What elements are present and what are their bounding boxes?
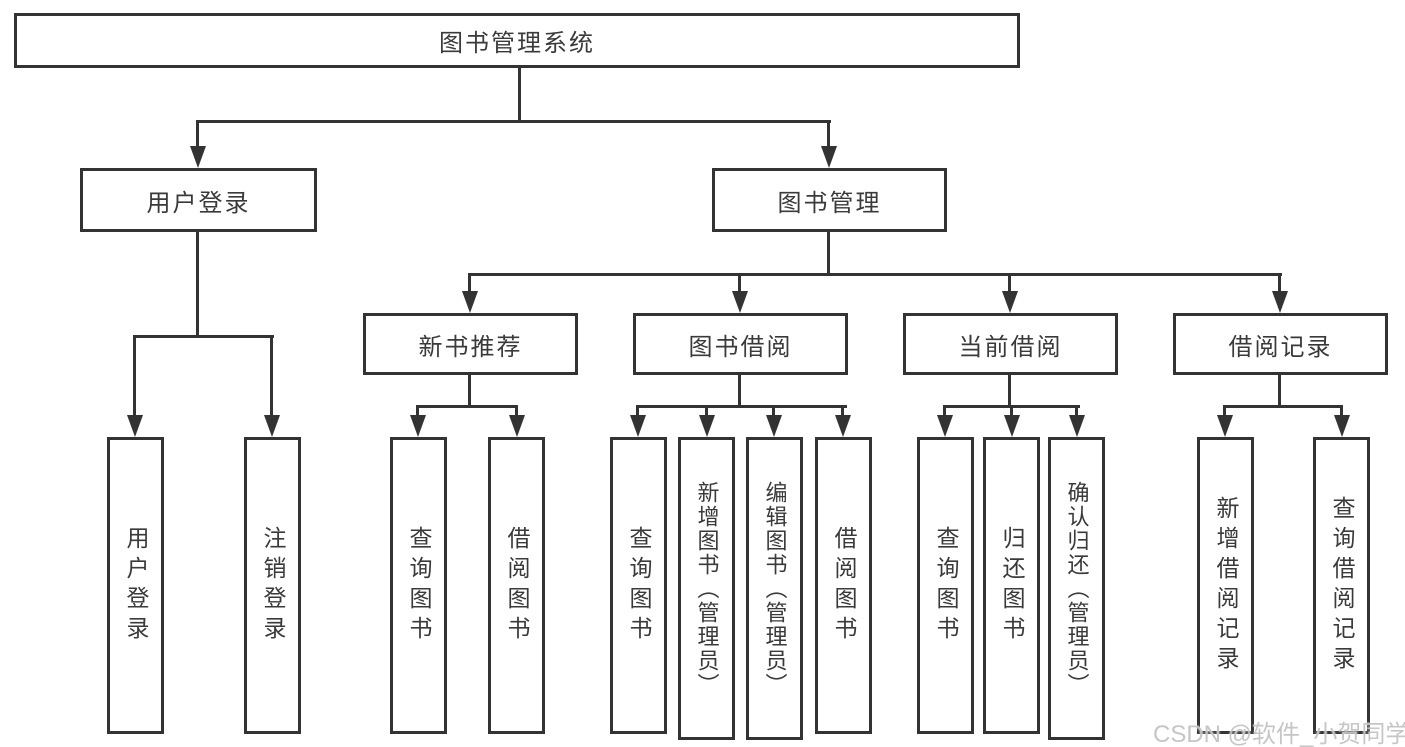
connector-line xyxy=(827,232,830,273)
node-book-management: 图书管理 xyxy=(712,168,947,232)
arrow-down-icon xyxy=(190,146,206,168)
node-label: 图书借阅 xyxy=(688,333,793,361)
connector-line xyxy=(705,405,708,415)
leaf-query-books-current: 查询图书 xyxy=(917,437,974,734)
node-label: 用户登录 xyxy=(123,525,149,646)
node-label: 借阅图书 xyxy=(504,525,530,646)
connector-line xyxy=(133,335,274,338)
connector-line xyxy=(416,405,419,415)
leaf-confirm-return-admin: 确认归还（管理员） xyxy=(1048,437,1105,740)
leaf-borrow-books-recommend: 借阅图书 xyxy=(488,437,545,734)
arrow-down-icon xyxy=(264,415,280,437)
leaf-edit-books-admin: 编辑图书（管理员） xyxy=(746,437,803,740)
connector-line xyxy=(1278,273,1281,291)
node-label: 用户登录 xyxy=(146,189,251,217)
connector-line xyxy=(468,273,1282,276)
node-label: 图书管理系统 xyxy=(439,30,595,57)
connector-line xyxy=(1008,273,1011,291)
arrow-down-icon xyxy=(462,291,478,313)
node-label: 归还图书 xyxy=(999,525,1025,646)
arrow-down-icon xyxy=(1002,291,1018,313)
connector-line xyxy=(1008,375,1011,405)
leaf-query-books-recommend: 查询图书 xyxy=(390,437,447,734)
csdn-watermark: CSDN @软件_小贺同学 xyxy=(1153,721,1405,747)
node-label: 查询图书 xyxy=(406,525,432,646)
node-label: 新增图书（管理员） xyxy=(694,480,720,697)
connector-line xyxy=(1223,405,1226,415)
connector-line xyxy=(468,375,471,405)
connector-line xyxy=(1010,405,1013,415)
connector-line xyxy=(515,405,518,415)
arrow-down-icon xyxy=(1334,415,1350,437)
arrow-down-icon xyxy=(699,415,715,437)
arrow-down-icon xyxy=(1069,415,1085,437)
connector-line xyxy=(1223,405,1343,408)
connector-line xyxy=(468,273,471,291)
node-root-system: 图书管理系统 xyxy=(14,13,1020,68)
node-borrow-record: 借阅记录 xyxy=(1173,313,1388,375)
connector-line xyxy=(738,375,741,405)
connector-line xyxy=(827,120,830,146)
connector-line xyxy=(1278,375,1281,405)
arrow-down-icon xyxy=(821,146,837,168)
connector-line xyxy=(738,273,741,291)
leaf-query-books-borrow: 查询图书 xyxy=(610,437,667,734)
node-label: 编辑图书（管理员） xyxy=(762,480,788,697)
leaf-borrow-books: 借阅图书 xyxy=(815,437,872,734)
leaf-return-books: 归还图书 xyxy=(983,437,1040,734)
node-label: 查询图书 xyxy=(626,525,652,646)
connector-line xyxy=(636,405,639,415)
connector-line xyxy=(518,68,521,120)
arrow-down-icon xyxy=(937,415,953,437)
node-label: 图书管理 xyxy=(777,189,882,217)
arrow-down-icon xyxy=(127,415,143,437)
connector-line xyxy=(196,232,199,335)
node-book-borrow: 图书借阅 xyxy=(633,313,848,375)
connector-line xyxy=(270,335,273,415)
node-label: 确认归还（管理员） xyxy=(1064,480,1090,697)
arrow-down-icon xyxy=(732,291,748,313)
arrow-down-icon xyxy=(1217,415,1233,437)
node-label: 当前借阅 xyxy=(958,333,1063,361)
node-new-book-recommend: 新书推荐 xyxy=(363,313,578,375)
connector-line xyxy=(133,335,136,415)
connector-line xyxy=(841,405,844,415)
arrow-down-icon xyxy=(410,415,426,437)
connector-line xyxy=(772,405,775,415)
leaf-query-borrow-record: 查询借阅记录 xyxy=(1313,437,1370,734)
node-label: 借阅图书 xyxy=(831,525,857,646)
node-label: 查询借阅记录 xyxy=(1329,495,1355,676)
node-label: 新书推荐 xyxy=(418,333,523,361)
node-label: 注销登录 xyxy=(260,525,286,646)
connector-line xyxy=(197,120,831,123)
arrow-down-icon xyxy=(509,415,525,437)
arrow-down-icon xyxy=(1004,415,1020,437)
leaf-user-login: 用户登录 xyxy=(107,437,164,734)
arrow-down-icon xyxy=(766,415,782,437)
node-label: 查询图书 xyxy=(933,525,959,646)
connector-line xyxy=(943,405,946,415)
node-user-login: 用户登录 xyxy=(80,168,317,232)
connector-line xyxy=(416,405,518,408)
connector-line xyxy=(1340,405,1343,415)
arrow-down-icon xyxy=(835,415,851,437)
node-label: 新增借阅记录 xyxy=(1213,495,1239,676)
leaf-logout: 注销登录 xyxy=(244,437,301,734)
node-current-borrow: 当前借阅 xyxy=(903,313,1118,375)
leaf-add-borrow-record: 新增借阅记录 xyxy=(1197,437,1254,734)
arrow-down-icon xyxy=(1272,291,1288,313)
node-label: 借阅记录 xyxy=(1228,333,1333,361)
connector-line xyxy=(1075,405,1078,415)
connector-line xyxy=(196,120,199,146)
connector-line xyxy=(636,405,847,408)
leaf-add-books-admin: 新增图书（管理员） xyxy=(678,437,735,740)
arrow-down-icon xyxy=(630,415,646,437)
